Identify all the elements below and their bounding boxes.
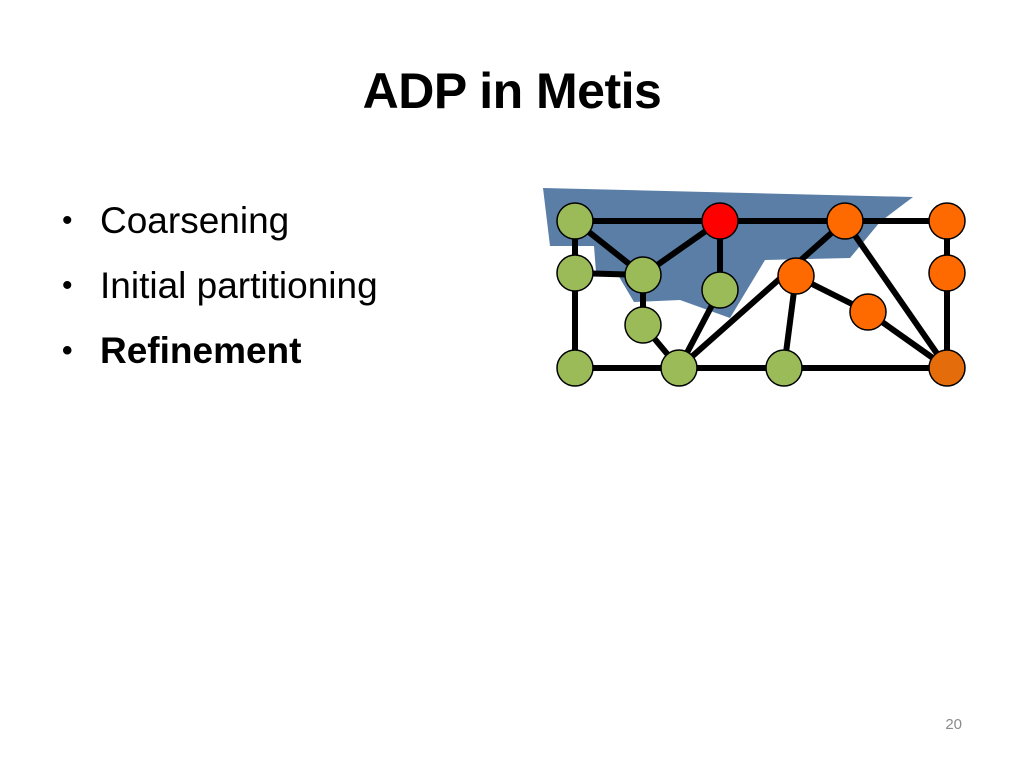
graph-node: [826, 202, 864, 240]
graph-node: [556, 349, 594, 387]
slide-title: ADP in Metis: [362, 63, 662, 119]
graph-node: [928, 254, 966, 292]
bullet-text: Refinement: [100, 330, 302, 371]
graph-node: [624, 256, 662, 294]
bullet-list: • Coarsening • Initial partitioning • Re…: [62, 188, 378, 383]
graph-node: [765, 349, 803, 387]
bullet-dot-icon: •: [62, 334, 73, 367]
graph-node: [701, 271, 739, 309]
graph-nodes: [556, 202, 966, 387]
bullet-text: Coarsening: [100, 200, 290, 241]
graph-node: [928, 202, 966, 240]
graph-edge: [842, 218, 950, 371]
graph-node: [777, 257, 815, 295]
graph-node: [849, 293, 887, 331]
bullet-item-refinement: • Refinement: [62, 318, 378, 383]
bullet-item-coarsening: • Coarsening: [62, 188, 378, 253]
graph-node: [928, 349, 966, 387]
bullet-dot-icon: •: [62, 204, 73, 237]
bullet-dot-icon: •: [62, 269, 73, 302]
graph-node: [556, 202, 594, 240]
slide-number: 20: [945, 716, 962, 733]
graph-edge: [676, 218, 848, 371]
bullet-item-initial-partitioning: • Initial partitioning: [62, 253, 378, 318]
graph-node: [624, 306, 662, 344]
graph-node: [556, 254, 594, 292]
graph-node: [660, 349, 698, 387]
bullet-text: Initial partitioning: [100, 265, 378, 306]
graph-node: [701, 202, 739, 240]
